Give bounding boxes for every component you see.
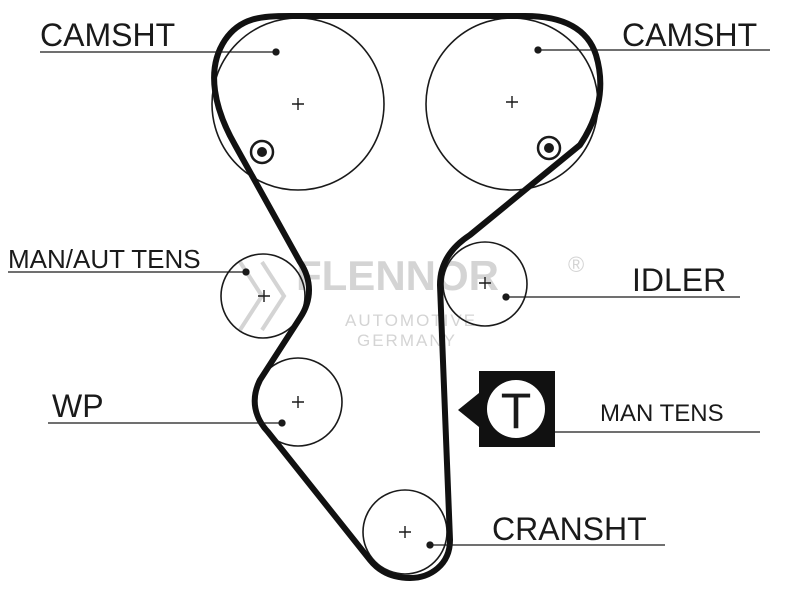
label-idler: IDLER xyxy=(632,262,726,298)
watermark-registered: ® xyxy=(568,252,584,277)
camshaft-right-target-icon xyxy=(536,135,562,161)
watermark-brand: FLENNOR xyxy=(296,252,499,299)
watermark-line2: GERMANY xyxy=(357,331,457,350)
timing-belt xyxy=(211,13,604,581)
label-man-tens: MAN TENS xyxy=(600,400,724,427)
label-camshaft-right: CAMSHT xyxy=(622,17,757,53)
crankshaft-center-mark xyxy=(399,526,411,538)
water-pump-center-mark xyxy=(292,396,304,408)
man-tens-tool-letter: T xyxy=(501,383,532,439)
man-aut-tensioner-center-mark xyxy=(258,290,270,302)
man-tens-tool-icon: T xyxy=(458,371,555,447)
watermark: FLENNOR ® AUTOMOTIVE GERMANY xyxy=(238,252,584,350)
man-aut-tensioner-pulley xyxy=(220,253,306,339)
camshaft-right-center-mark xyxy=(506,96,518,108)
label-man-aut-tens: MAN/AUT TENS xyxy=(8,244,201,274)
idler-center-mark xyxy=(479,277,491,289)
camshaft-left-center-mark xyxy=(292,98,304,110)
camshaft-left-target-icon xyxy=(249,139,275,165)
label-camshaft-left: CAMSHT xyxy=(40,17,175,53)
label-crankshaft: CRANSHT xyxy=(492,511,647,547)
watermark-line1: AUTOMOTIVE xyxy=(345,311,477,330)
label-water-pump: WP xyxy=(52,388,104,424)
